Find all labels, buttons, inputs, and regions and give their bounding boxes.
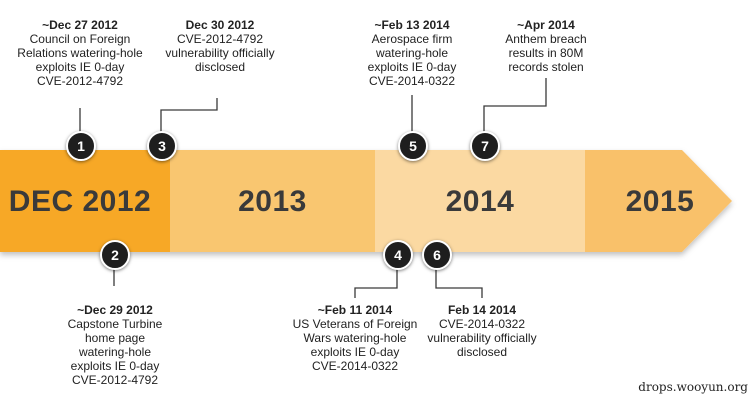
event-detail-line: CVE-2014-0322 xyxy=(438,317,526,331)
event-text-4: ~Feb 11 2014 US Veterans of Foreign Wars… xyxy=(275,303,435,373)
segment-band-2014 xyxy=(375,150,585,252)
event-detail-line: Capstone Turbine xyxy=(67,317,163,331)
event-detail-line: Anthem breach xyxy=(505,32,587,46)
event-detail-line: disclosed xyxy=(456,345,508,359)
event-detail-line: exploits IE 0-day xyxy=(35,60,125,74)
connector-6 xyxy=(435,253,483,298)
event-marker-1[interactable]: 1 xyxy=(66,131,96,161)
segment-band-dec-2012 xyxy=(0,150,170,252)
event-text-5: ~Feb 13 2014 Aerospace firm watering-hol… xyxy=(342,18,482,88)
event-detail-line: vulnerability officially xyxy=(165,46,275,60)
event-detail-line: exploits IE 0-day xyxy=(70,359,160,373)
event-detail-line: CVE-2014-0322 xyxy=(311,359,399,373)
segment-band-2013 xyxy=(170,150,375,252)
segment-label-2014: 2014 xyxy=(445,185,515,218)
event-text-2: ~Dec 29 2012 Capstone Turbine home page … xyxy=(40,303,190,387)
event-text-3: Dec 30 2012 CVE-2012-4792 vulnerability … xyxy=(150,18,290,74)
event-marker-4[interactable]: 4 xyxy=(383,240,413,270)
event-detail-line: disclosed xyxy=(194,60,246,74)
segment-label-2013: 2013 xyxy=(238,185,307,218)
event-detail-line: Council on Foreign xyxy=(29,32,131,46)
event-detail-line: CVE-2012-4792 xyxy=(36,74,124,88)
event-date: Dec 30 2012 xyxy=(185,18,255,32)
event-marker-5[interactable]: 5 xyxy=(398,131,428,161)
event-marker-6[interactable]: 6 xyxy=(422,240,452,270)
event-detail-line: exploits IE 0-day xyxy=(367,60,457,74)
event-detail-line: watering-hole xyxy=(375,46,449,60)
event-text-7: ~Apr 2014 Anthem breach results in 80M r… xyxy=(486,18,606,74)
event-detail-line: Relations watering-hole xyxy=(17,46,143,60)
event-detail-line: records stolen xyxy=(508,60,584,74)
event-detail-line: Aerospace firm xyxy=(371,32,453,46)
connector-4 xyxy=(354,253,398,298)
event-marker-2[interactable]: 2 xyxy=(100,240,130,270)
event-date: Feb 14 2014 xyxy=(447,303,517,317)
event-detail-line: vulnerability officially xyxy=(427,331,537,345)
event-date: ~Feb 11 2014 xyxy=(317,303,393,317)
event-date: ~Dec 29 2012 xyxy=(77,303,153,317)
event-detail-line: CVE-2012-4792 xyxy=(71,373,159,387)
event-detail-line: CVE-2014-0322 xyxy=(368,74,456,88)
event-marker-7[interactable]: 7 xyxy=(470,131,500,161)
connector-3 xyxy=(160,98,218,145)
event-date: ~Feb 13 2014 xyxy=(374,18,450,32)
event-detail-line: US Veterans of Foreign xyxy=(292,317,418,331)
event-date: ~Apr 2014 xyxy=(517,18,575,32)
event-detail-line: exploits IE 0-day xyxy=(310,345,400,359)
event-detail-line: Wars watering-hole xyxy=(303,331,407,345)
event-text-6: Feb 14 2014 CVE-2014-0322 vulnerability … xyxy=(412,303,552,359)
event-detail-line: watering-hole xyxy=(78,345,152,359)
event-text-1: ~Dec 27 2012 Council on Foreign Relation… xyxy=(5,18,155,88)
event-marker-3[interactable]: 3 xyxy=(147,131,177,161)
source-watermark: drops.wooyun.org xyxy=(638,380,748,394)
event-detail-line: home page xyxy=(84,331,146,345)
segment-label-2015: 2015 xyxy=(625,185,695,218)
event-detail-line: results in 80M xyxy=(508,46,584,60)
event-date: ~Dec 27 2012 xyxy=(42,18,118,32)
segment-band-2015-arrowhead xyxy=(585,150,732,252)
segment-label-dec-2012: DEC 2012 xyxy=(8,185,152,218)
connector-7 xyxy=(483,78,547,145)
event-detail-line: CVE-2012-4792 xyxy=(176,32,264,46)
